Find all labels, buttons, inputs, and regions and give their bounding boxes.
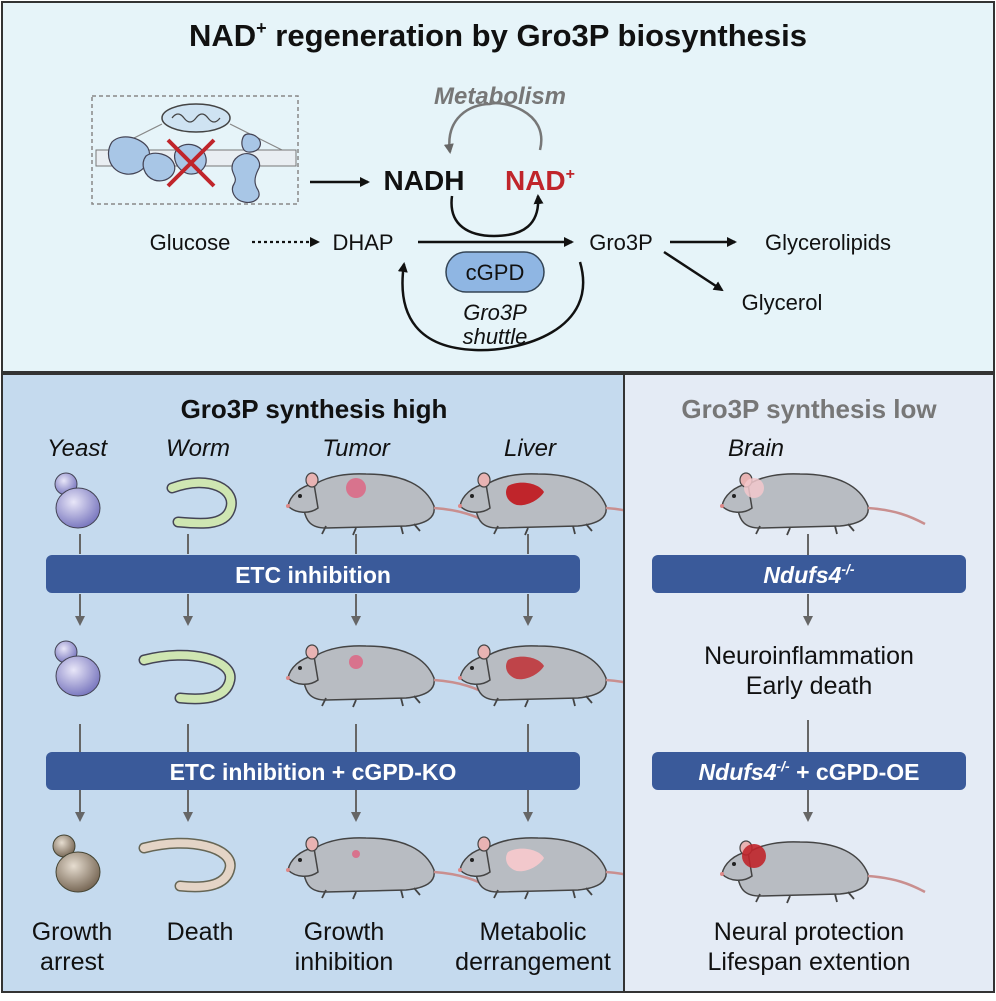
- outcome-tumor-line1: Growth: [304, 918, 385, 946]
- glycerol-label: Glycerol: [742, 290, 823, 315]
- mouse-icon-liver: [456, 471, 665, 537]
- worm-icon-row3: [138, 837, 236, 893]
- outcome-yeast-line2: arrest: [40, 948, 104, 976]
- outcome-tumor-line2: inhibition: [295, 948, 394, 976]
- organism-label-tumor: Tumor: [322, 435, 391, 462]
- organism-label-liver: Liver: [504, 435, 557, 462]
- ndufs4-label: Ndufs4-/-: [763, 561, 855, 588]
- result1-line2: Early death: [746, 672, 872, 700]
- shuttle-label-line2: shuttle: [463, 324, 528, 349]
- result1-line1: Neuroinflammation: [704, 642, 914, 670]
- outcome-worm-line1: Death: [167, 918, 234, 946]
- mouse-icon-brain: [718, 471, 927, 537]
- page-title: NAD+ regeneration by Gro3P biosynthesis: [189, 18, 807, 53]
- mouse-icon-tumor-row3: [284, 835, 493, 901]
- mouse-icon-tumor-row2: [284, 643, 493, 709]
- mouse-icon-brain-oe: [718, 839, 927, 905]
- mouse-icon-liver-row3: [456, 835, 665, 901]
- yeast-icon-row2: [54, 640, 101, 697]
- nad-plus-label: NAD+: [505, 165, 575, 196]
- result2-line2: Lifespan extention: [708, 948, 911, 976]
- glucose-label: Glucose: [150, 230, 231, 255]
- top-panel: [1, 1, 995, 373]
- glycerolipids-label: Glycerolipids: [765, 230, 891, 255]
- ndufs4-cgpd-oe-bar: [652, 752, 966, 790]
- etc-inhibition-cgpd-ko-bar: [46, 752, 580, 790]
- mouse-icon-tumor: [284, 471, 493, 537]
- etc-inhibition-cgpd-ko-label: ETC inhibition + cGPD-KO: [170, 759, 457, 785]
- organism-label-brain: Brain: [728, 435, 784, 462]
- mitochondria-etc-icon: [91, 95, 299, 205]
- ndufs4-bar: [652, 555, 966, 593]
- left-connector-arrows: [75, 534, 533, 822]
- metabolism-label: Metabolism: [434, 83, 566, 110]
- worm-icon-row2: [138, 649, 236, 705]
- organism-label-worm: Worm: [166, 435, 230, 462]
- yeast-icon-row3: [52, 834, 101, 893]
- result2-line1: Neural protection: [714, 918, 904, 946]
- cgpd-label: cGPD: [466, 260, 525, 285]
- yeast-icon: [54, 472, 101, 529]
- gro3p-to-glycerol-arrow: [663, 250, 724, 292]
- organism-label-yeast: Yeast: [47, 435, 108, 462]
- metabolism-cycle-arrow: [443, 102, 543, 154]
- mouse-icon-liver-row2: [456, 643, 665, 709]
- outcome-liver-line2: derrangement: [455, 948, 611, 976]
- shuttle-label-line1: Gro3P: [463, 300, 527, 325]
- gro3p-label: Gro3P: [589, 230, 653, 255]
- outcome-liver-line1: Metabolic: [480, 918, 587, 946]
- dhap-label: DHAP: [332, 230, 393, 255]
- right-panel-title: Gro3P synthesis low: [681, 394, 937, 424]
- nadh-label: NADH: [384, 165, 465, 196]
- left-panel-title: Gro3P synthesis high: [181, 394, 448, 424]
- etc-inhibition-label: ETC inhibition: [235, 562, 391, 588]
- etc-inhibition-bar: [46, 555, 580, 593]
- nadh-to-nad-arrow: [450, 194, 544, 238]
- gro3p-shuttle-arrow: [397, 261, 585, 352]
- outcome-yeast-line1: Growth: [32, 918, 113, 946]
- worm-icon: [166, 477, 237, 529]
- cgpd-enzyme-pill: [445, 251, 545, 293]
- ndufs4-cgpd-oe-label: Ndufs4-/- + cGPD-OE: [699, 758, 920, 785]
